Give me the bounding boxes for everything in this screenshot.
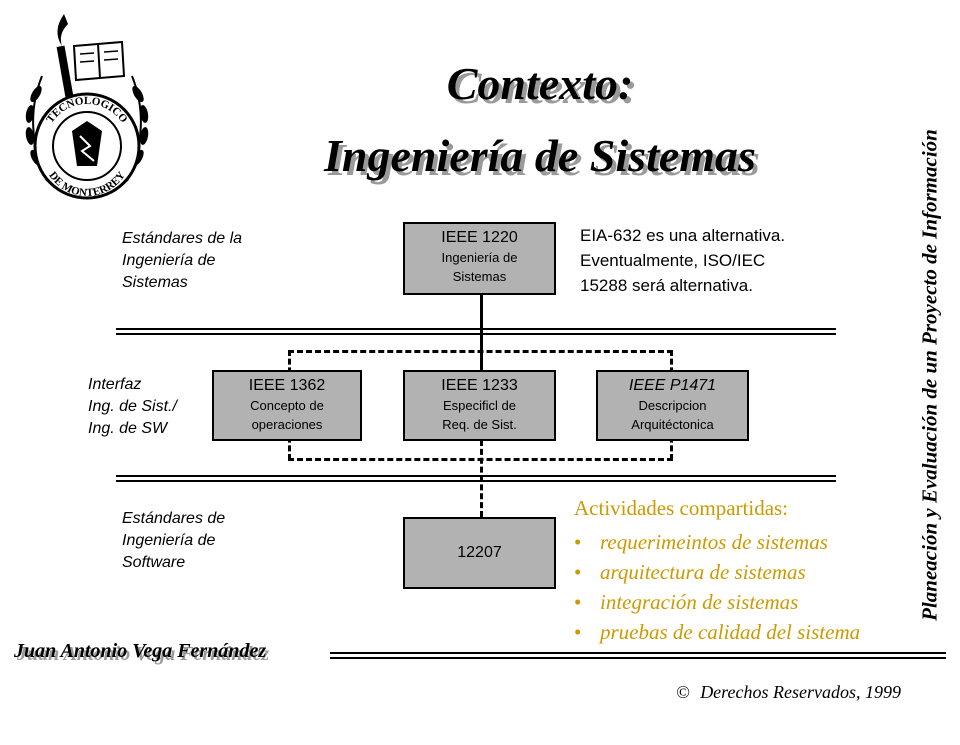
author-name: Juan Antonio Vega Fernández [14,640,267,662]
box-12207: 12207 [403,517,556,589]
category-systems-label: Estándares de la Ingeniería de Sistemas [122,230,243,291]
category-software-label: Estándares de Ingeniería de Software [122,510,226,571]
box-ieee-p1471: IEEE P1471 Descripcion Arquitéctonica [596,370,749,441]
separator-bottom [116,475,836,482]
title-line-2: Ingeniería de Sistemas [324,130,756,181]
activity-item: requerimeintos de sistemas [574,527,860,557]
box-ieee-1362-code: IEEE 1362 [248,377,326,394]
activities-title: Actividades compartidas: [574,496,789,520]
category-interface-label: Interfaz Ing. de Sist./ Ing. de SW [88,376,177,437]
copyright-icon: © [676,682,690,702]
box-12207-code: 12207 [457,544,502,561]
copyright-text: Derechos Reservados, 1999 [700,682,901,702]
box-ieee-1220-code: IEEE 1220 [441,229,518,246]
side-title: Planeación y Evaluación de un Proyecto d… [917,129,942,621]
activities-list: requerimeintos de sistemas arquitectura … [574,527,860,647]
logo-seal: TECNOLOGICO DE MONTERREY [12,6,162,211]
box-ieee-p1471-code: IEEE P1471 [628,377,717,394]
box-ieee-1233: IEEE 1233 Especificl de Req. de Sist. [403,370,556,441]
box-ieee-p1471-desc: Descripcion Arquitéctonica [631,398,714,432]
connector-1220-1233 [480,294,483,372]
box-ieee-1220-desc: Ingeniería de Sistemas [441,250,518,284]
separator-top [116,328,836,335]
box-ieee-1233-code: IEEE 1233 [441,377,518,394]
activity-item: arquitectura de sistemas [574,557,860,587]
dashed-to-12207 [480,440,483,517]
dashed-top-line [288,350,673,353]
box-ieee-1233-desc: Especificl de Req. de Sist. [442,398,517,432]
author-underline [330,652,946,659]
shared-activities: Actividades compartidas: requerimeintos … [574,496,860,647]
title-line-1: Contexto: [446,58,634,109]
box-ieee-1220: IEEE 1220 Ingeniería de Sistemas [403,222,556,295]
activity-item: pruebas de calidad del sistema [574,617,860,647]
box-ieee-1362-desc: Concepto de operaciones [250,398,324,432]
activity-item: integración de sistemas [574,587,860,617]
box-ieee-1362: IEEE 1362 Concepto de operaciones [212,370,362,441]
copyright: © Derechos Reservados, 1999 [676,682,901,703]
alternative-note: EIA-632 es una alternativa. Eventualment… [580,226,786,295]
